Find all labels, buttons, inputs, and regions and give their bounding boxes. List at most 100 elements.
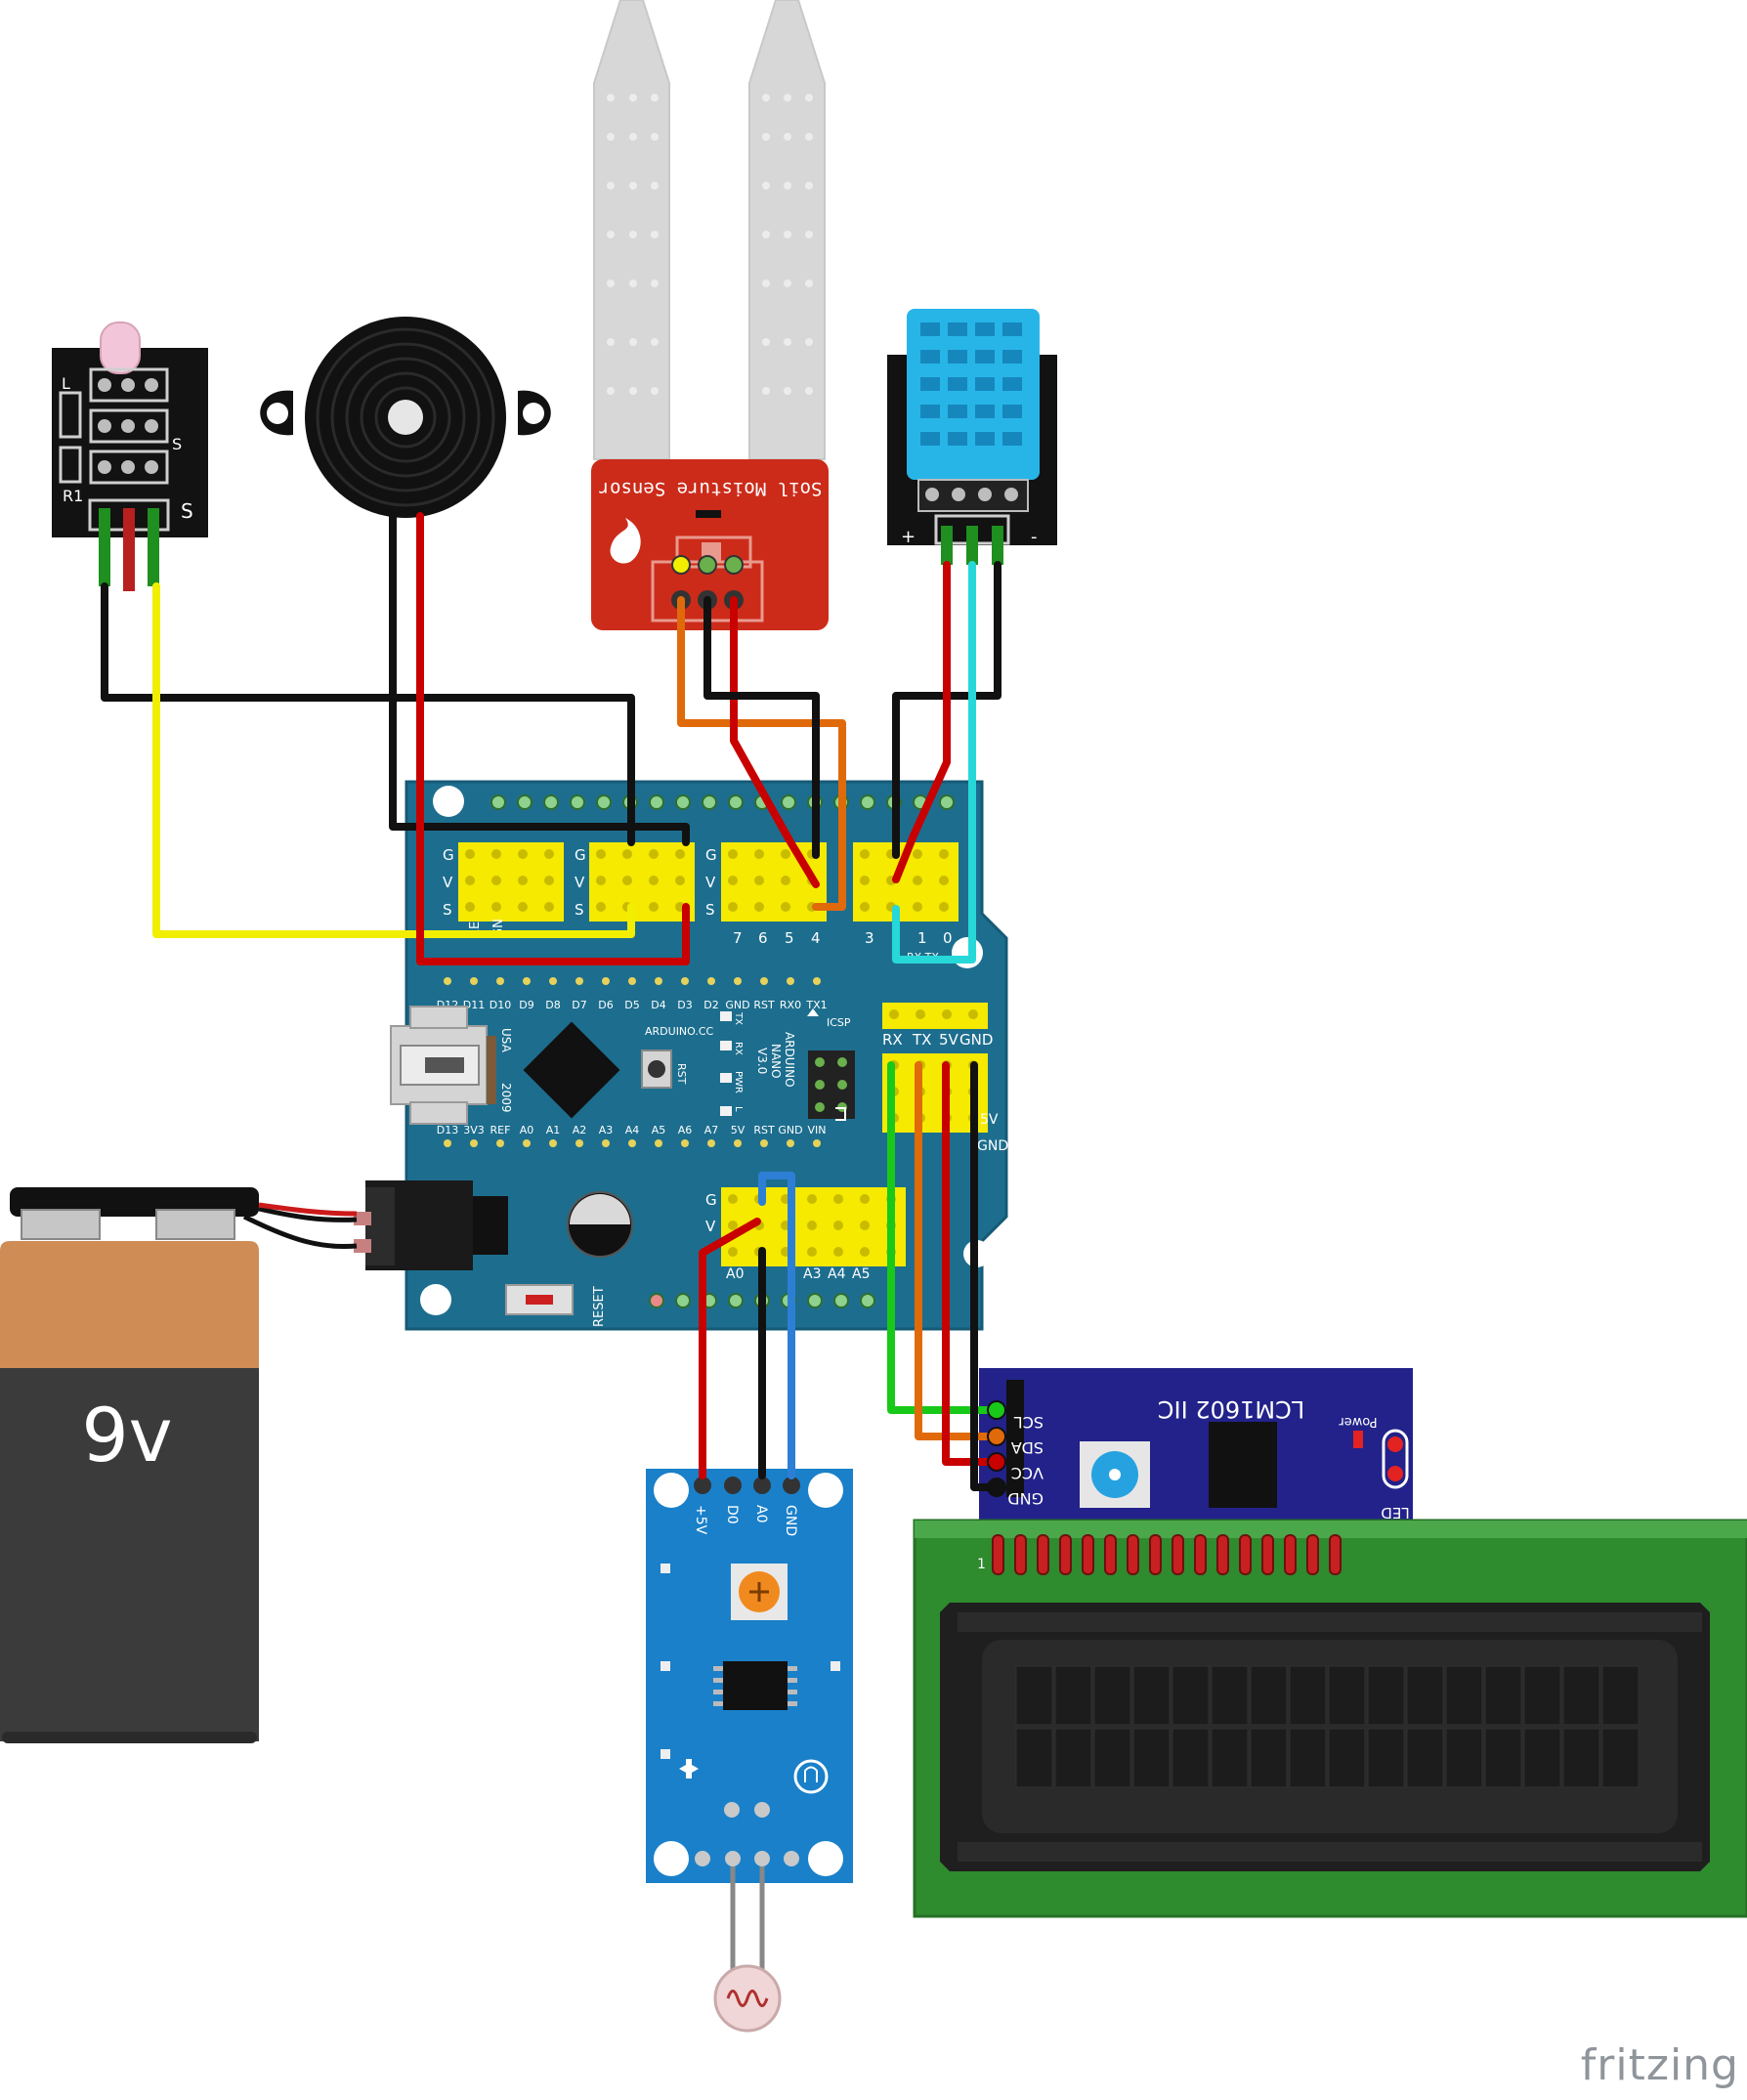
lcd-cell — [1562, 1728, 1600, 1788]
lcd-cell — [1523, 1665, 1561, 1726]
nano-top-pin-label: D2 — [703, 999, 718, 1011]
lcd-pin — [1149, 1534, 1162, 1575]
header-pin — [518, 902, 528, 912]
lcd-pin — [1127, 1534, 1139, 1575]
nano-pin-hole — [655, 1139, 662, 1147]
header-pin — [675, 849, 685, 859]
header-hole — [675, 1293, 691, 1308]
wire-soil-ground — [703, 596, 820, 859]
lcd-cell — [1445, 1665, 1483, 1726]
header-pin — [544, 876, 554, 885]
lcd-cell — [1132, 1728, 1171, 1788]
header-hole — [543, 794, 559, 810]
header-pin — [807, 1194, 817, 1204]
header-pin — [465, 849, 475, 859]
header-pin — [491, 902, 501, 912]
header-pin — [781, 849, 790, 859]
nano-pin-hole — [523, 977, 531, 985]
header-pin — [518, 876, 528, 885]
header-pin — [781, 876, 790, 885]
lcd-cell — [1250, 1728, 1288, 1788]
header-hole — [807, 1293, 823, 1308]
lcd-pin — [1037, 1534, 1049, 1575]
lcd-cell — [1328, 1665, 1366, 1726]
shield-v-label: V — [443, 874, 453, 891]
nano-top-pin-label: RST — [753, 999, 775, 1011]
lcd-cell — [1289, 1728, 1327, 1788]
header-pin — [675, 876, 685, 885]
nano-bottom-pin-label: A4 — [625, 1124, 640, 1136]
shield-s-label-2: S — [575, 901, 584, 919]
lcd-cell — [1367, 1728, 1405, 1788]
shield-g-label-3: G — [705, 846, 717, 864]
header-hole — [490, 794, 506, 810]
shield-right-5v: 5V — [980, 1112, 999, 1128]
wire-dht-vcc — [892, 561, 951, 883]
nano-top-pin-label: RX0 — [780, 999, 801, 1011]
led-label-s: S — [172, 435, 182, 453]
header-pin — [728, 1221, 738, 1230]
header-pin — [622, 849, 632, 859]
header-pin — [916, 1009, 925, 1019]
header-hole — [860, 1293, 875, 1308]
dht-plus-label: + — [901, 527, 916, 547]
lcd-pin — [1306, 1534, 1319, 1575]
header-hole — [728, 794, 744, 810]
shield-year-label: 2009 — [499, 1083, 513, 1113]
header-pin — [728, 849, 738, 859]
shield-usa-label: USA — [499, 1028, 513, 1053]
soil-moisture-sensor: Soil Moisture Sensor — [591, 0, 829, 630]
header-pin — [860, 1194, 870, 1204]
shield-v-label-3: V — [705, 874, 716, 891]
header-pin — [728, 902, 738, 912]
header-pin — [807, 1247, 817, 1257]
lcd-cell — [1093, 1728, 1131, 1788]
nano-top-pin-label: TX1 — [805, 999, 827, 1011]
lcd-cell — [1484, 1728, 1522, 1788]
nano-bottom-pin-label: A5 — [652, 1124, 666, 1136]
soil-sensor-label: Soil Moisture Sensor — [599, 478, 823, 499]
nano-pin-hole — [575, 1139, 583, 1147]
lcd-pin — [1284, 1534, 1297, 1575]
sensor-shield-board: G V S G V S G V S G V 7 6 5 4 3 1 0 RX T… — [354, 780, 1008, 1331]
header-hole — [675, 794, 691, 810]
nano-pin-hole — [549, 977, 557, 985]
shield-analog-a3: A3 — [803, 1266, 821, 1282]
header-pin — [544, 849, 554, 859]
lcd-pin — [1014, 1534, 1027, 1575]
i2c-pin-gnd: GND — [1007, 1489, 1044, 1508]
nano-bottom-pin-label: D13 — [437, 1124, 458, 1136]
nano-pin-hole — [734, 977, 742, 985]
nano-pin-hole — [760, 977, 768, 985]
header-pin — [860, 849, 870, 859]
shield-digit-3: 3 — [865, 929, 874, 947]
nano-bottom-pin-label: A0 — [520, 1124, 534, 1136]
shield-s-label: S — [443, 901, 452, 919]
nano-pin-hole — [523, 1139, 531, 1147]
nano-top-pin-label: D9 — [519, 999, 533, 1011]
nano-bottom-pin-label: 5V — [731, 1124, 746, 1136]
lcd-i2c-backpack: LCM1602 IIC Power LED 16 SCL SDA VCC GND — [979, 1368, 1413, 1534]
header-pin — [649, 876, 659, 885]
lcd-cell — [1211, 1665, 1249, 1726]
header-hole — [596, 794, 612, 810]
ldr-pin-gnd: GND — [783, 1505, 798, 1536]
nano-top-pin-label: D11 — [463, 999, 485, 1011]
lcd-cell — [1562, 1665, 1600, 1726]
lcd-pin — [1059, 1534, 1072, 1575]
nano-bottom-pin-label: A6 — [678, 1124, 693, 1136]
lcd-pin — [1172, 1534, 1184, 1575]
header-pin — [596, 849, 606, 859]
i2c-pin-sda: SDA — [1011, 1438, 1044, 1457]
shield-analog-a4: A4 — [828, 1266, 846, 1282]
lcd-cell — [1367, 1665, 1405, 1726]
shield-arduino-cc: ARDUINO.CC — [645, 1025, 714, 1038]
lcd-cell — [1093, 1665, 1131, 1726]
header-pin — [833, 1247, 843, 1257]
header-pin — [754, 902, 764, 912]
nano-bottom-pin-label: VIN — [808, 1124, 827, 1136]
ldr-pin-5v: +5V — [693, 1505, 708, 1535]
led-label-r1: R1 — [63, 487, 83, 505]
